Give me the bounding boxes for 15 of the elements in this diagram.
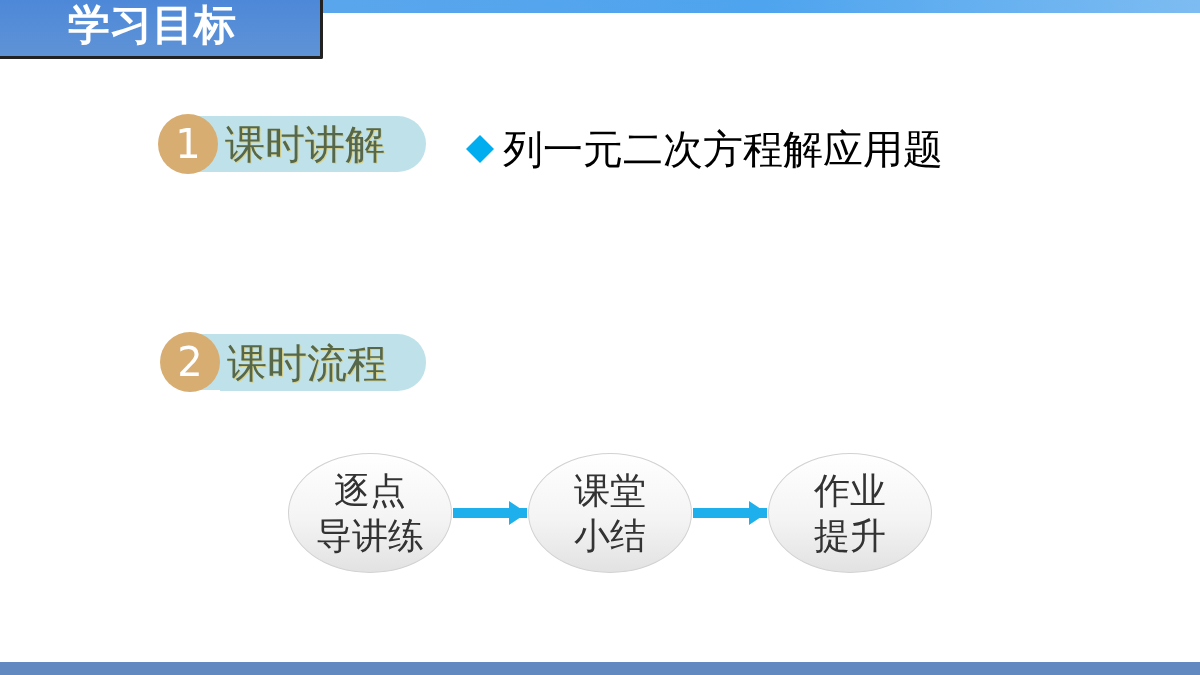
- step-number-circle: [160, 332, 220, 392]
- arrow: [453, 501, 527, 525]
- arrow: [693, 501, 767, 525]
- title: 学习目标: [68, 2, 236, 48]
- bullet-text: 列一元二次方程解应用题: [503, 125, 943, 174]
- section-heading-pill: [220, 334, 426, 391]
- step-number-circle: [158, 114, 218, 174]
- section-heading: 课时流程: [227, 339, 387, 386]
- section-heading: 课时讲解: [225, 121, 385, 167]
- step-number: 1: [175, 122, 201, 166]
- step-number: 2: [177, 340, 203, 384]
- step-label: 逐点导讲练: [316, 469, 424, 558]
- section-heading-pill: [218, 116, 426, 172]
- step-label: 课堂小结: [574, 469, 646, 558]
- step-label: 作业提升: [814, 469, 886, 558]
